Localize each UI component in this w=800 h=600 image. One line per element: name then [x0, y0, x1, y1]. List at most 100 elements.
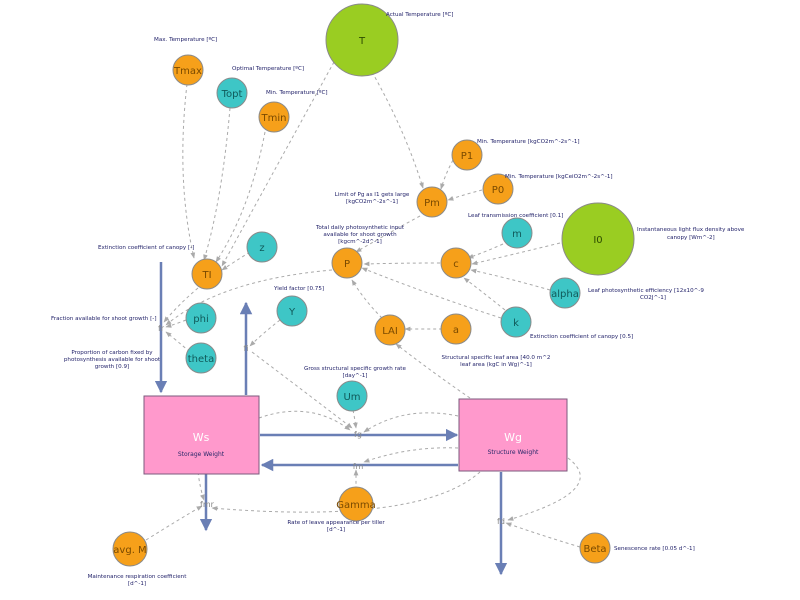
- node-beta[interactable]: Beta: [579, 532, 611, 564]
- ann-gsgr-1: Gross structural specific growth rate: [304, 366, 406, 372]
- link-k-p: [361, 267, 502, 319]
- node-topt[interactable]: Topt: [216, 77, 248, 109]
- ann-ssla-1: Structural specific leaf area [40.0 m^2: [442, 355, 551, 361]
- junctions: fr fi fg fm fmr fd: [158, 324, 505, 526]
- ann-min-temp: Min. Temperature [ºC]: [266, 89, 328, 96]
- link-y-fi: [249, 319, 281, 347]
- node-pm-label: Pm: [424, 198, 440, 209]
- material-flows: [154, 262, 508, 576]
- node-m[interactable]: m: [501, 217, 533, 249]
- node-pm[interactable]: Pm: [416, 186, 448, 218]
- node-beta-label: Beta: [583, 544, 606, 555]
- node-phi-label: phi: [193, 314, 208, 325]
- node-t-label: T: [358, 36, 366, 47]
- node-p[interactable]: P: [331, 247, 363, 279]
- node-t[interactable]: T: [325, 3, 399, 77]
- link-t-ti: [221, 61, 335, 267]
- node-tmax[interactable]: Tmax: [172, 54, 204, 86]
- node-p-label: P: [344, 259, 350, 270]
- link-p1-pm: [440, 159, 454, 190]
- node-a-label: a: [453, 325, 459, 336]
- node-alpha[interactable]: alpha: [549, 277, 581, 309]
- link-c-p: [363, 261, 441, 267]
- node-p1-label: P1: [461, 151, 473, 162]
- ann-leaf-app-2: [d^-1]: [327, 527, 345, 533]
- node-tmin[interactable]: Tmin: [258, 101, 290, 133]
- link-ti-fr: [163, 287, 199, 323]
- node-y[interactable]: Y: [276, 295, 308, 327]
- link-ws-fg: [258, 410, 351, 431]
- node-i0[interactable]: I0: [561, 202, 635, 276]
- ann-i0-1: Instantaneous light flux density above: [637, 227, 745, 233]
- node-um[interactable]: Um: [336, 380, 368, 412]
- node-phi[interactable]: phi: [185, 302, 217, 334]
- stock-wg[interactable]: Wg Structure Weight: [458, 398, 568, 472]
- ann-maint-2: [d^-1]: [128, 581, 146, 587]
- link-m-c: [467, 243, 504, 259]
- link-k-c: [463, 277, 506, 311]
- node-p1[interactable]: P1: [451, 139, 483, 171]
- link-wg-lai: [395, 343, 471, 399]
- node-z-label: z: [259, 243, 264, 254]
- ann-pm-2: [kgCO2m^-2s^-1]: [346, 199, 398, 205]
- link-um-fg: [352, 409, 358, 429]
- ann-leaf-app-1: Rate of leave appearance per tiller: [287, 520, 385, 526]
- node-c-label: c: [453, 259, 459, 270]
- influence-links: [145, 61, 581, 548]
- junction-fr[interactable]: fr: [158, 324, 165, 333]
- ann-opt-temp: Optimal Temperature [ºC]: [232, 65, 304, 72]
- link-avgm-fmr: [145, 505, 203, 541]
- junction-fmr[interactable]: fmr: [200, 500, 215, 509]
- ann-max-temp: Max. Temperature [ºC]: [154, 36, 217, 43]
- nodes: T Tmax Topt Tmin TI z phi theta Y Um Pm …: [112, 3, 635, 567]
- node-tmax-label: Tmax: [173, 66, 202, 77]
- stock-ws[interactable]: Ws Storage Weight: [143, 395, 260, 475]
- link-alpha-c: [470, 268, 551, 291]
- node-p0[interactable]: P0: [482, 173, 514, 205]
- link-lai-p: [351, 279, 383, 319]
- ann-p0: Min. Temperature [kgCeiO2m^-2s^-1]: [505, 174, 613, 180]
- link-p0-pm: [447, 189, 483, 201]
- node-gamma[interactable]: Gamma: [336, 486, 376, 522]
- ann-gsgr-2: [day^-1]: [343, 373, 368, 379]
- link-topt-ti: [203, 107, 231, 261]
- node-gamma-label: Gamma: [336, 500, 376, 511]
- ws-sublabel: Storage Weight: [178, 451, 225, 458]
- ann-alpha-1: Leaf photosynthetic efficiency [12x10^-9: [588, 288, 704, 294]
- node-avgm[interactable]: avg. M: [112, 531, 148, 567]
- node-lai[interactable]: LAI: [374, 314, 406, 346]
- node-theta-label: theta: [188, 354, 214, 365]
- node-c[interactable]: c: [440, 247, 472, 279]
- ann-leaf-trans: Leaf transmission coefficient [0.1]: [468, 213, 563, 219]
- ann-prop-2: photosynthesis available for shoot: [64, 357, 161, 363]
- junction-fg[interactable]: fg: [354, 430, 362, 439]
- link-wg-fd: [507, 457, 581, 521]
- node-theta[interactable]: theta: [185, 342, 217, 374]
- ann-ssla-2: leaf area (kgC in Wg)^-1]: [460, 362, 532, 368]
- node-m-label: m: [512, 229, 522, 240]
- ann-prop-1: Proportion of carbon fixed by: [71, 350, 153, 356]
- ann-yield: Yield factor [0.75]: [273, 286, 324, 292]
- link-wg-fg: [363, 412, 459, 433]
- ann-i0-2: canopy [Wm^-2]: [667, 235, 715, 241]
- node-topt-label: Topt: [221, 89, 243, 100]
- link-tmin-ti: [215, 131, 266, 263]
- node-z[interactable]: z: [246, 231, 278, 263]
- junction-fi[interactable]: fi: [243, 344, 248, 353]
- link-z-ti: [221, 251, 251, 271]
- ann-actual-temp: Actual Temperature [ºC]: [386, 11, 453, 18]
- annotations: Actual Temperature [ºC] Max. Temperature…: [51, 11, 745, 587]
- junction-fm[interactable]: fm: [353, 462, 364, 471]
- ann-prop-3: growth [0.9]: [95, 364, 130, 370]
- node-k[interactable]: k: [500, 306, 532, 338]
- link-wg-fmr: [211, 471, 481, 513]
- node-ti[interactable]: TI: [191, 258, 223, 290]
- node-a[interactable]: a: [440, 313, 472, 345]
- node-ti-label: TI: [201, 270, 211, 281]
- link-fi-fg: [251, 351, 353, 429]
- node-avgm-label: avg. M: [113, 545, 146, 556]
- link-pm-p: [355, 215, 421, 253]
- node-tmin-label: Tmin: [261, 113, 287, 124]
- junction-fd[interactable]: fd: [497, 517, 505, 526]
- node-lai-label: LAI: [382, 326, 398, 337]
